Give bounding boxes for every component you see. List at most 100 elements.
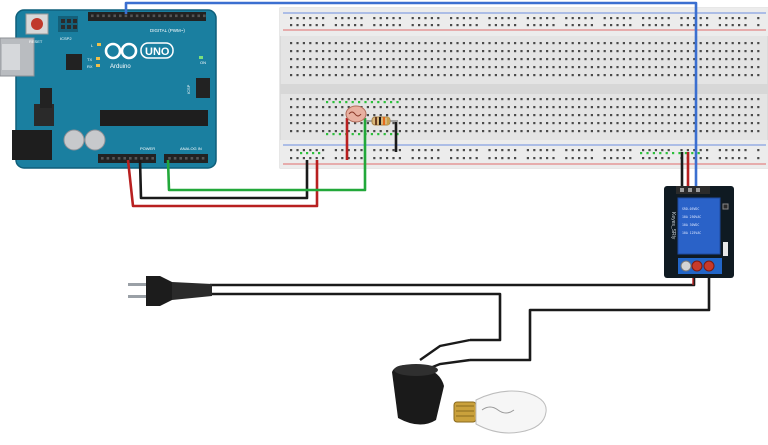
breadboard-hole [718, 24, 721, 27]
breadboard-hole [571, 149, 574, 152]
breadboard-hole [565, 58, 568, 61]
breadboard-hole [718, 50, 721, 53]
digital-pin [186, 14, 189, 18]
power-pin [140, 157, 143, 160]
breadboard-hole [597, 66, 600, 69]
breadboard-hole [629, 42, 632, 45]
tx-led [96, 57, 100, 60]
breadboard-hole [328, 98, 331, 101]
breadboard-hole [629, 149, 632, 152]
breadboard-hole [725, 130, 728, 133]
breadboard-hole [731, 74, 734, 77]
breadboard-hole [661, 24, 664, 27]
breadboard-hole [712, 42, 715, 45]
breadboard-hole [616, 98, 619, 101]
power-pin [112, 157, 115, 160]
breadboard-hole [578, 58, 581, 61]
breadboard-hole [750, 50, 753, 53]
breadboard-hole [469, 130, 472, 133]
breadboard-hole [750, 66, 753, 69]
breadboard-hole [661, 98, 664, 101]
breadboard-hole [482, 50, 485, 53]
power-pin [101, 157, 104, 160]
breadboard-hole [405, 130, 408, 133]
breadboard-hole [379, 24, 382, 27]
dc-power-jack [12, 130, 52, 160]
breadboard-hole [642, 106, 645, 109]
breadboard-hole [533, 24, 536, 27]
breadboard-hole [744, 98, 747, 101]
breadboard-hole [354, 66, 357, 69]
breadboard-hole [411, 58, 414, 61]
breadboard-hole [597, 130, 600, 133]
breadboard-hole [501, 50, 504, 53]
breadboard-hole [354, 17, 357, 20]
breadboard-hole [424, 98, 427, 101]
breadboard-hole [507, 66, 510, 69]
breadboard-hole [309, 106, 312, 109]
breadboard-hole [507, 98, 510, 101]
breadboard-hole [610, 149, 613, 152]
breadboard-hole [334, 149, 337, 152]
breadboard-hole [526, 24, 529, 27]
breadboard-hole [546, 98, 549, 101]
breadboard-hole [744, 42, 747, 45]
breadboard-hole [366, 58, 369, 61]
breadboard-hole [661, 114, 664, 117]
breadboard-hole [430, 42, 433, 45]
breadboard-hole [648, 157, 651, 160]
breadboard-hole [699, 17, 702, 20]
breadboard-hole [546, 130, 549, 133]
breadboard-hole [514, 122, 517, 125]
svg-text:10A 250VAC: 10A 250VAC [682, 215, 701, 219]
breadboard-hole [488, 24, 491, 27]
digital-pin [203, 14, 206, 18]
breadboard-hole [616, 58, 619, 61]
breadboard-hole [443, 98, 446, 101]
breadboard-hole [648, 42, 651, 45]
breadboard-hole [635, 42, 638, 45]
breadboard-hole [437, 74, 440, 77]
digital-pin [163, 14, 167, 18]
breadboard-hole [744, 50, 747, 53]
breadboard-hole [590, 114, 593, 117]
breadboard-hole [488, 58, 491, 61]
breadboard-hole [443, 74, 446, 77]
breadboard-hole [603, 50, 606, 53]
breadboard-hole [501, 149, 504, 152]
breadboard-hole [386, 106, 389, 109]
breadboard-hole [661, 157, 664, 160]
breadboard-hole [578, 74, 581, 77]
breadboard-hole [469, 17, 472, 20]
breadboard-hole [520, 74, 523, 77]
breadboard-hole [326, 133, 329, 136]
breadboard-hole [706, 106, 709, 109]
breadboard-hole [674, 98, 677, 101]
breadboard-hole [469, 98, 472, 101]
breadboard-hole [603, 74, 606, 77]
breadboard-hole [366, 50, 369, 53]
breadboard-hole [334, 66, 337, 69]
breadboard-hole [648, 98, 651, 101]
breadboard-hole [674, 122, 677, 125]
breadboard-hole [744, 58, 747, 61]
breadboard-hole [290, 50, 293, 53]
breadboard-hole [398, 74, 401, 77]
breadboard-hole [693, 66, 696, 69]
breadboard-hole [450, 157, 453, 160]
breadboard-hole [738, 114, 741, 117]
breadboard-hole [665, 152, 668, 155]
breadboard-hole [315, 58, 318, 61]
breadboard-hole [424, 106, 427, 109]
breadboard-hole [691, 152, 694, 155]
breadboard-hole [558, 42, 561, 45]
breadboard-hole [437, 50, 440, 53]
breadboard-hole [552, 58, 555, 61]
breadboard-hole [706, 149, 709, 152]
digital-pin [191, 14, 195, 18]
breadboard-hole [501, 17, 504, 20]
breadboard-hole [309, 130, 312, 133]
breadboard-hole [674, 106, 677, 109]
breadboard-hole [334, 122, 337, 125]
breadboard-hole [430, 122, 433, 125]
